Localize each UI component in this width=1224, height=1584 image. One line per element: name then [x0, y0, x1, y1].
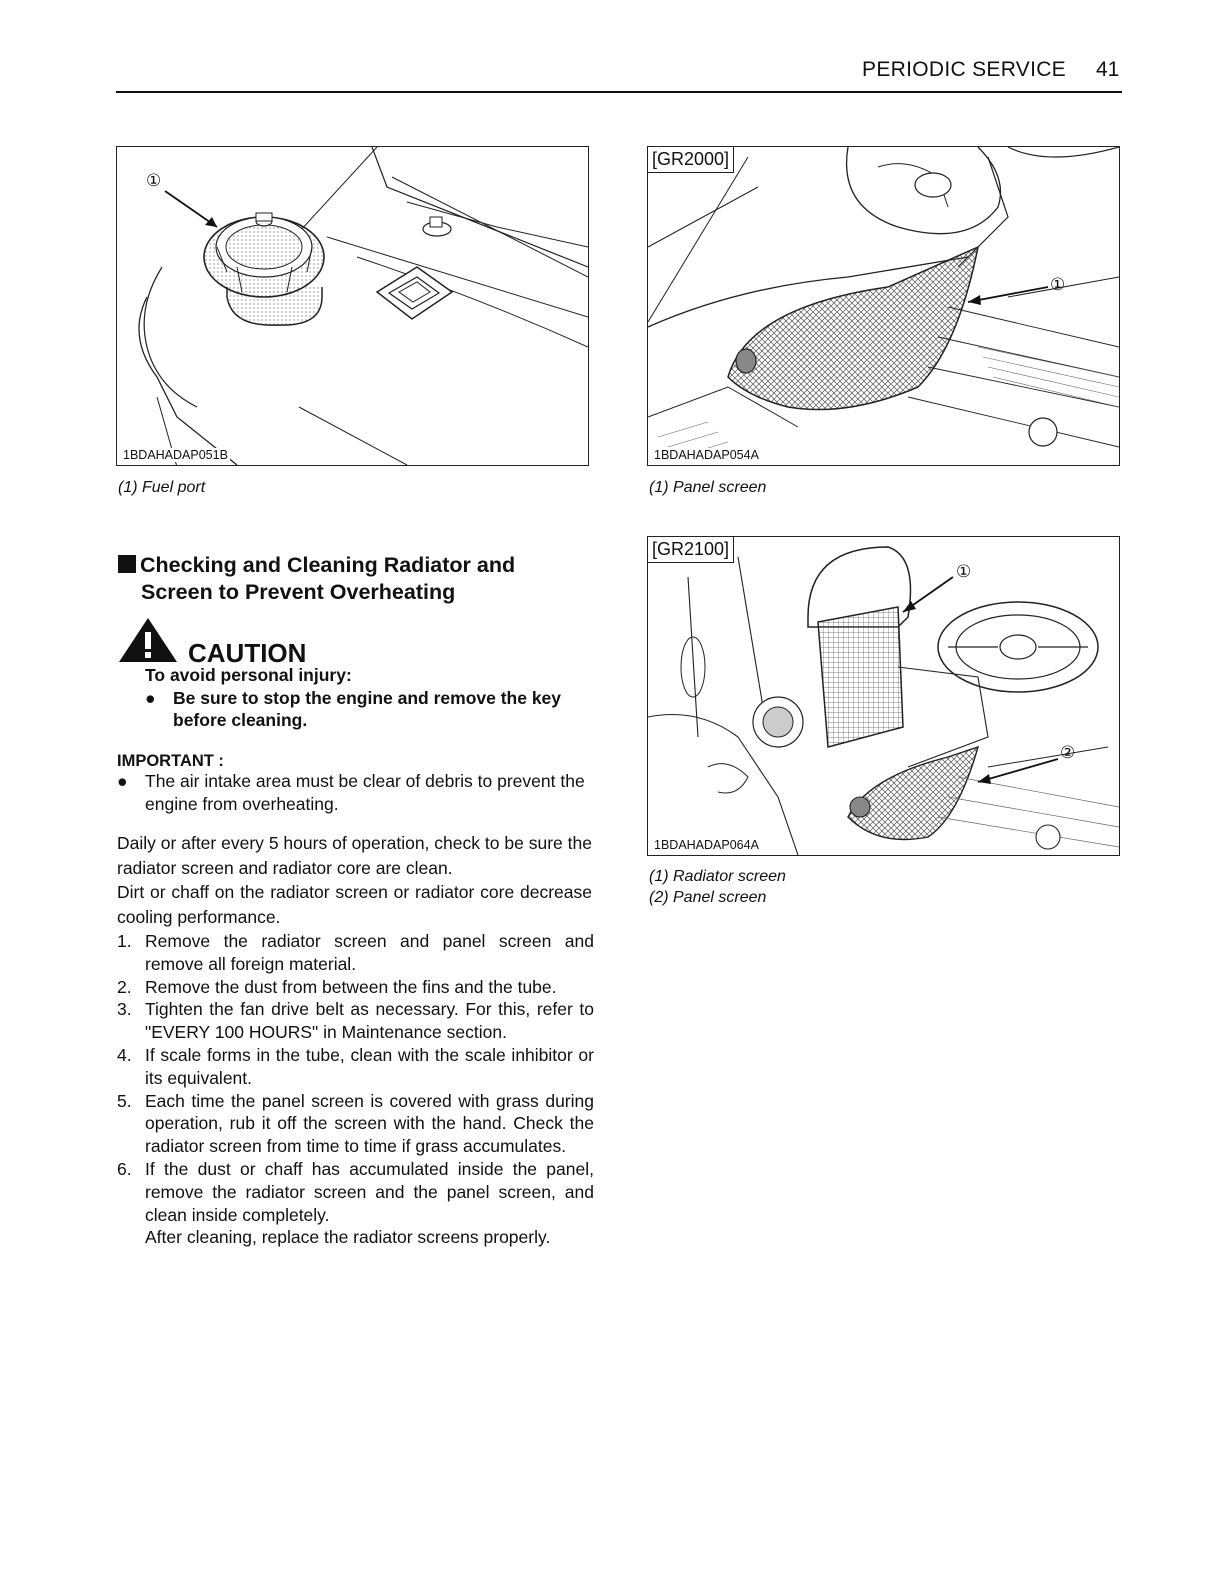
caution-bullet: ● Be sure to stop the engine and remove …	[145, 687, 597, 731]
step-text: Remove the radiator screen and panel scr…	[145, 931, 594, 974]
panel-screen-illustration	[648, 147, 1119, 458]
figure-radiator-screen-gr2100: [GR2100] ① ② 1BDAHADAP064A	[647, 536, 1120, 856]
step-text: If scale forms in the tube, clean with t…	[145, 1044, 594, 1088]
caption-panel-screen: (1) Panel screen	[649, 479, 767, 496]
caution-label: CAUTION	[188, 638, 307, 668]
paragraph: Daily or after every 5 hours of operatio…	[117, 833, 592, 878]
section-title-line1: Checking and Cleaning Radiator and	[140, 553, 516, 577]
paragraph: Dirt or chaff on the radiator screen or …	[117, 882, 592, 927]
figure-code: 1BDAHADAP064A	[652, 838, 761, 852]
model-label: [GR2000]	[648, 147, 735, 173]
callout-1: ①	[1050, 275, 1066, 294]
step-text: If the dust or chaff has accumulated ins…	[145, 1158, 594, 1225]
bullet-icon: ●	[145, 688, 156, 708]
step-number: 1.	[117, 931, 132, 951]
header-title: PERIODIC SERVICE	[862, 58, 1066, 81]
section-title-line2: Screen to Prevent Overheating	[141, 580, 456, 604]
step-number: 4.	[117, 1044, 132, 1065]
caption-radiator-screen: (1) Radiator screen	[649, 868, 786, 885]
step-text: Each time the panel screen is covered wi…	[145, 1090, 594, 1157]
callout-1: ①	[146, 171, 162, 190]
figure-fuel-port: ① 1BDAHADAP051B	[116, 146, 589, 466]
caution-bullet-text: Be sure to stop the engine and remove th…	[173, 688, 562, 730]
radiator-screen-illustration	[648, 546, 1119, 855]
caution-lead: To avoid personal injury:	[145, 665, 352, 685]
step-number: 6.	[117, 1158, 132, 1179]
figure-panel-screen-gr2000: [GR2000] ① 1BDAHADAP054A	[647, 146, 1120, 466]
caption-panel-screen-2: (2) Panel screen	[649, 889, 767, 906]
header-rule	[116, 91, 1122, 93]
step-item: 2. Remove the dust from between the fins …	[117, 976, 594, 999]
important-bullet-text: The air intake area must be clear of deb…	[145, 771, 585, 814]
figure-code: 1BDAHADAP054A	[652, 448, 761, 462]
step-item: 4. If scale forms in the tube, clean with…	[117, 1044, 594, 1090]
step-item: 6. If the dust or chaff has accumulated i…	[117, 1158, 594, 1249]
step-number: 3.	[117, 999, 132, 1020]
caption-fuel-port: (1) Fuel port	[118, 479, 206, 496]
callout-2: ②	[1060, 743, 1076, 762]
fuel-port-illustration	[138, 147, 588, 465]
heading-square-icon	[118, 555, 136, 573]
figure-code: 1BDAHADAP051B	[121, 448, 230, 462]
callout-1: ①	[956, 562, 972, 581]
step-text: Remove the dust from between the fins an…	[145, 976, 557, 997]
step-continuation: After cleaning, replace the radiator scr…	[145, 1227, 551, 1248]
steps-list: 1. Remove the radiator screen and panel s…	[117, 930, 594, 1249]
step-item: 1. Remove the radiator screen and panel s…	[117, 930, 594, 976]
step-number: 5.	[117, 1090, 132, 1111]
step-item: 3. Tighten the fan drive belt as necessar…	[117, 998, 594, 1044]
page-number: 41	[1096, 58, 1120, 81]
model-label: [GR2100]	[648, 537, 735, 563]
step-number: 2.	[117, 976, 132, 997]
section-title: Checking and Cleaning Radiator and Scree…	[118, 552, 578, 606]
important-label: IMPORTANT :	[117, 752, 224, 770]
step-item: 5. Each time the panel screen is covered …	[117, 1090, 594, 1158]
important-bullet: ● The air intake area must be clear of d…	[117, 770, 597, 815]
step-text: Tighten the fan drive belt as necessary.…	[145, 999, 594, 1043]
caution-warning-icon	[117, 616, 179, 669]
bullet-icon: ●	[117, 771, 128, 791]
